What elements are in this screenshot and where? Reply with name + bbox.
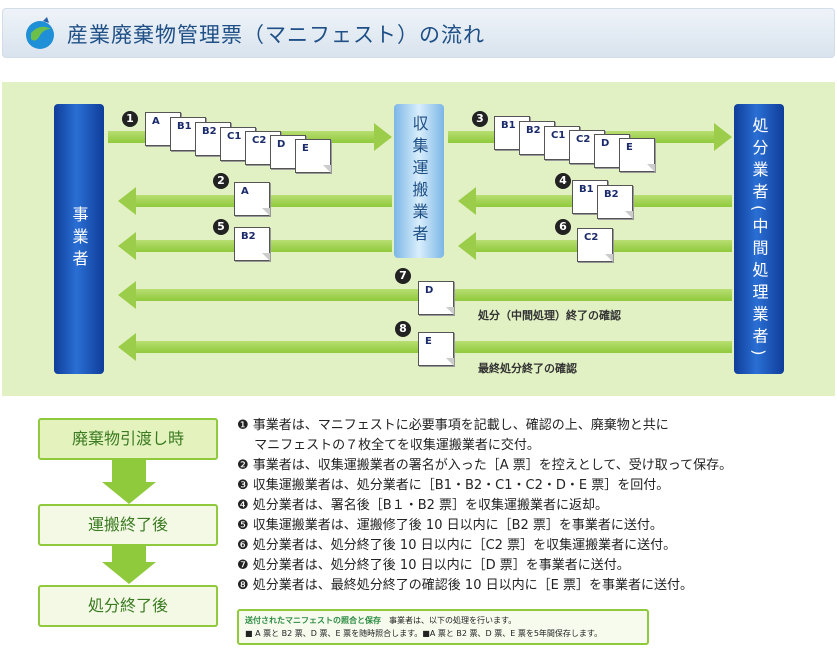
arrowhead-7 bbox=[118, 281, 136, 309]
step-box-handover: 廃棄物引渡し時 bbox=[38, 418, 218, 460]
note-process-confirmation: 処分（中間処理）終了の確認 bbox=[478, 309, 621, 322]
step-number-6: 6 bbox=[555, 219, 571, 235]
arrowhead-2 bbox=[118, 187, 136, 215]
description-line-1b: マニフェストの７枚全てを収集運搬業者に交付。 bbox=[237, 438, 540, 453]
generator-bar: 事業者 bbox=[54, 104, 104, 374]
arrowhead-3 bbox=[714, 123, 732, 151]
step-box-processing-end: 処分終了後 bbox=[38, 585, 218, 627]
description-line-2: ❷ 事業者は、収集運搬業者の署名が入った［A 票］を控えとして、受け取って保存。 bbox=[237, 458, 733, 473]
description-line-7: ❼ 処分業者は、処分終了後 10 日以内に［D 票］を事業者に送付。 bbox=[237, 558, 630, 573]
down-arrow-shaft-2 bbox=[112, 546, 146, 562]
down-arrow-shaft-1 bbox=[112, 460, 146, 482]
step-number-7: 7 bbox=[395, 268, 411, 284]
header-banner: 産業廃棄物管理票（マニフェスト）の流れ bbox=[2, 8, 835, 58]
doc-3-e: E bbox=[619, 138, 655, 172]
step-box-transport-end: 運搬終了後 bbox=[38, 504, 218, 546]
footnote-title: 送付されたマニフェストの照合と保存 bbox=[245, 616, 381, 625]
transporter-label: 収集運搬業者 bbox=[409, 115, 429, 247]
arrowhead-1 bbox=[374, 123, 392, 151]
footnote-box: 送付されたマニフェストの照合と保存 事業者は、以下の処理を行います。 ■ A 票… bbox=[237, 609, 649, 645]
arrowhead-4 bbox=[458, 187, 476, 215]
description-line-4: ❹ 処分業者は、署名後［B１・B2 票］を収集運搬業者に返却。 bbox=[237, 498, 609, 513]
down-arrow-1 bbox=[102, 482, 156, 504]
processor-bar: 処分業者(中間処理業者) bbox=[734, 104, 784, 374]
transporter-bar: 収集運搬業者 bbox=[394, 104, 444, 258]
description-line-3: ❸ 収集運搬業者は、処分業者に［B1・B2・C1・C2・D・E 票］を回付。 bbox=[237, 478, 670, 493]
arrowhead-8 bbox=[118, 333, 136, 361]
generator-label: 事業者 bbox=[69, 206, 89, 272]
description-line-8: ❽ 処分業者は、最終処分終了の確認後 10 日以内に［E 票］を事業者に送付。 bbox=[237, 578, 693, 593]
doc-7-d: D bbox=[418, 281, 454, 315]
doc-8-e: E bbox=[418, 332, 454, 366]
description-line-6: ❻ 処分業者は、処分終了後 10 日以内に［C2 票］を収集運搬業者に送付。 bbox=[237, 538, 677, 553]
note-final-confirmation: 最終処分終了の確認 bbox=[478, 362, 577, 375]
doc-4-b2: B2 bbox=[597, 185, 633, 219]
globe-logo-icon bbox=[26, 17, 54, 49]
processor-label: 処分業者(中間処理業者) bbox=[749, 116, 769, 362]
doc-2-a: A bbox=[234, 182, 270, 216]
arrowhead-5 bbox=[118, 232, 136, 260]
step-number-3: 3 bbox=[472, 111, 488, 127]
step-number-4: 4 bbox=[555, 173, 571, 189]
doc-6-c2: C2 bbox=[577, 228, 613, 262]
page-title: 産業廃棄物管理票（マニフェスト）の流れ bbox=[67, 23, 485, 47]
footnote-line-2: ■ A 票と B2 票、D 票、E 票を随時照合します。■A 票と B2 票、D… bbox=[245, 629, 603, 638]
down-arrow-2 bbox=[102, 562, 156, 584]
description-line-5: ❺ 収集運搬業者は、運搬修了後 10 日以内に［B2 票］を事業者に送付。 bbox=[237, 518, 663, 533]
footnote-line-1: 事業者は、以下の処理を行います。 bbox=[389, 616, 517, 625]
step-number-8: 8 bbox=[395, 321, 411, 337]
doc-1-e: E bbox=[295, 139, 331, 173]
step-number-5: 5 bbox=[213, 219, 229, 235]
description-line-1: ❶ 事業者は、マニフェストに必要事項を記載し、確認の上、廃棄物と共に bbox=[237, 418, 669, 433]
doc-5-b2: B2 bbox=[234, 227, 270, 261]
step-number-1: 1 bbox=[122, 111, 138, 127]
step-number-2: 2 bbox=[213, 173, 229, 189]
arrowhead-6 bbox=[458, 232, 476, 260]
